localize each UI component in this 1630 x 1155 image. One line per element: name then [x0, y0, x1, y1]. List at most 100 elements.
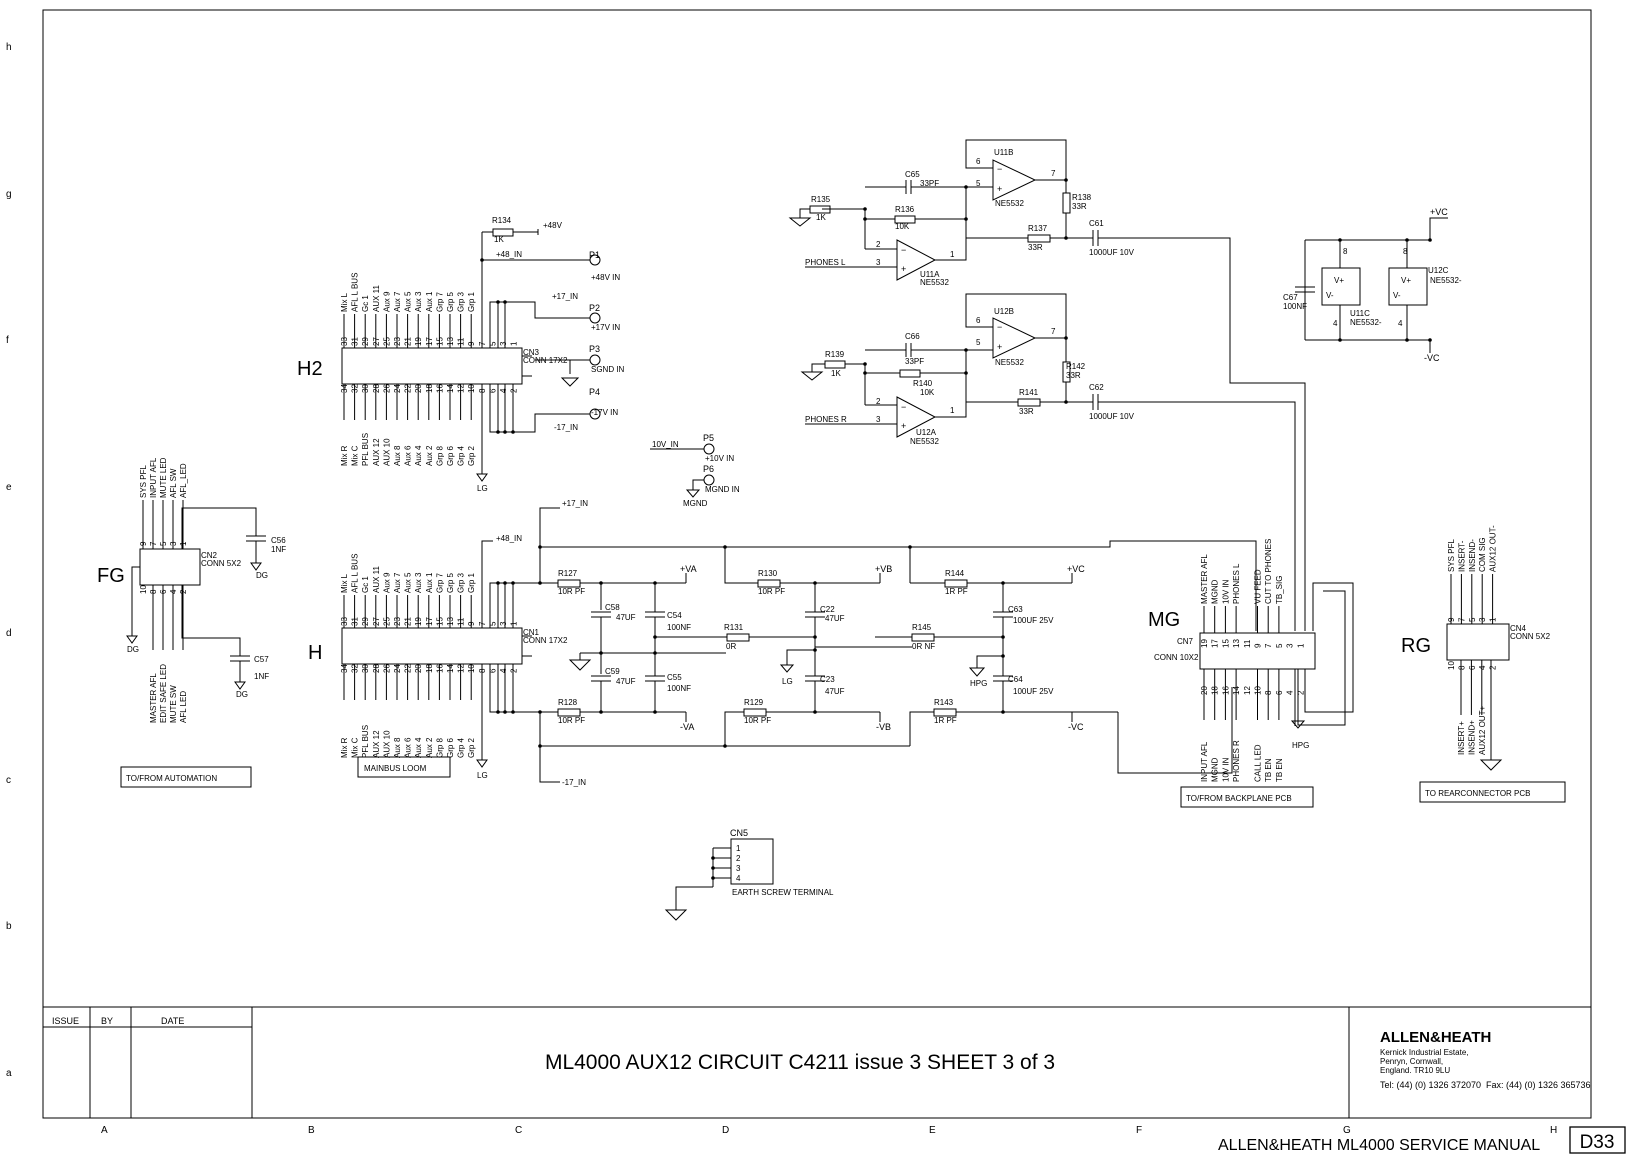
title-block: ISSUE BY DATE ML4000 AUX12 CIRCUIT C4211…	[43, 1006, 1591, 1118]
ref: C55	[667, 673, 682, 682]
opamp-u12b	[992, 317, 1037, 359]
pin-label: -17V IN	[591, 408, 618, 417]
value: 10R PF	[558, 716, 585, 725]
signal-label: Grp 4	[457, 445, 466, 466]
signal-label: Mix R	[340, 737, 349, 758]
pin-label: SGND IN	[591, 365, 625, 374]
net-label: V+	[1334, 276, 1344, 285]
value: 47UF	[616, 677, 636, 686]
connector-ref: CN1	[523, 628, 540, 637]
signal-label: INSERT+	[1457, 721, 1466, 755]
svg-text:3: 3	[876, 415, 881, 424]
value: NE5532	[995, 199, 1024, 208]
rail-label: +17_IN	[552, 292, 578, 301]
signal-labels-bottom: INSERT+INSEND+AUX12 OUT+	[1457, 660, 1487, 755]
pin-number: 6	[1468, 665, 1477, 670]
connector-label: MG	[1148, 609, 1180, 631]
ref: C57	[254, 655, 269, 664]
connector-type: CONN 5X2	[1510, 632, 1551, 641]
pin-number: 3	[736, 864, 741, 873]
svg-text:8: 8	[1343, 247, 1348, 256]
svg-text:−: −	[901, 245, 906, 255]
signal-label: Aux 5	[404, 291, 413, 312]
signal-label: INPUT AFL	[149, 457, 158, 498]
signal-label: Aux 7	[393, 291, 402, 312]
pin-label: +48V IN	[591, 273, 620, 282]
row-marker: e	[6, 482, 12, 493]
signal-label: MASTER AFL	[1200, 554, 1209, 604]
pin-number: 4	[499, 668, 508, 673]
pin-p3	[589, 354, 601, 366]
pin-number: 10	[139, 585, 148, 594]
pin-number: 2	[1296, 690, 1305, 695]
ref: R142	[1066, 362, 1086, 371]
col-marker: F	[1136, 1125, 1142, 1136]
signal-label: PFL BUS	[361, 725, 370, 758]
svg-text:+: +	[901, 264, 906, 274]
signal-label: AUX 11	[372, 284, 381, 312]
opamp-u11b	[992, 159, 1037, 201]
connector-label: H	[308, 642, 322, 664]
net-label: V+	[1401, 276, 1411, 285]
rail-label: -17_IN	[554, 423, 578, 432]
value: NE5532	[910, 437, 939, 446]
signal-label: MGND	[1211, 579, 1220, 604]
signal-label: TB_SIG	[1275, 576, 1284, 604]
ref: R130	[758, 569, 778, 578]
sheet-border	[42, 9, 1592, 1119]
connector-type: CONN 5X2	[201, 559, 242, 568]
svg-text:8: 8	[1403, 247, 1408, 256]
signal-label: Aux 3	[414, 291, 423, 312]
ref: R137	[1028, 224, 1048, 233]
pin-number: 1	[510, 621, 519, 626]
ref: R135	[811, 195, 831, 204]
rail-label: +VC	[1430, 207, 1448, 217]
connector-label: H2	[297, 358, 323, 380]
value: 1NF	[254, 672, 269, 681]
col-marker: H	[1550, 1125, 1557, 1136]
value: 10R PF	[758, 587, 785, 596]
h-wiring: +48_IN LG +17_IN -17_IN	[476, 499, 588, 787]
pin-number: 17	[1211, 639, 1220, 648]
signal-label: Aux 7	[393, 572, 402, 593]
signal-label: AUX 12	[372, 730, 381, 758]
signal-label: VU FEED	[1254, 569, 1263, 604]
signal-label: Mix R	[340, 445, 349, 466]
pin-ref: P6	[703, 464, 714, 474]
rail-label: +VB	[875, 564, 892, 574]
connector-type: CONN 17X2	[523, 636, 568, 645]
net-label: PHONES L	[805, 258, 846, 267]
ref: R134	[492, 216, 512, 225]
opamp-u11a	[896, 239, 937, 281]
pin-number: 5	[1275, 643, 1284, 648]
signal-label: AUX12 OUT+	[1478, 706, 1487, 755]
signal-label: Aux 5	[404, 572, 413, 593]
value: 10K	[920, 388, 935, 397]
signal-label: Grp 5	[446, 291, 455, 312]
col-marker: D	[722, 1125, 729, 1136]
net-label: PHONES R	[805, 415, 847, 424]
value: 10K	[895, 222, 910, 231]
pin-ref: P1	[589, 250, 600, 260]
by-label: BY	[101, 1016, 113, 1026]
page-number: D33	[1580, 1132, 1615, 1153]
connector-type: CONN 10X2	[1154, 653, 1199, 662]
svg-text:2: 2	[876, 240, 881, 249]
pin-number: 3	[499, 621, 508, 626]
signal-label: MASTER AFL	[149, 673, 158, 723]
fax: Fax: (44) (0) 1326 365736	[1486, 1080, 1591, 1090]
signal-label: TB EN	[1275, 758, 1284, 782]
opamp-u12a	[896, 396, 937, 438]
rail-label: +48_IN	[496, 534, 522, 543]
rail-label: +48V	[543, 221, 563, 230]
pin-label: +17V IN	[591, 323, 620, 332]
svg-text:1: 1	[950, 406, 955, 415]
rail-label: -VA	[680, 722, 694, 732]
value: 33R	[1028, 243, 1043, 252]
value: 1K	[831, 369, 841, 378]
pin-number: 5	[488, 341, 497, 346]
ref: C64	[1008, 675, 1023, 684]
ref: U11B	[994, 148, 1013, 157]
